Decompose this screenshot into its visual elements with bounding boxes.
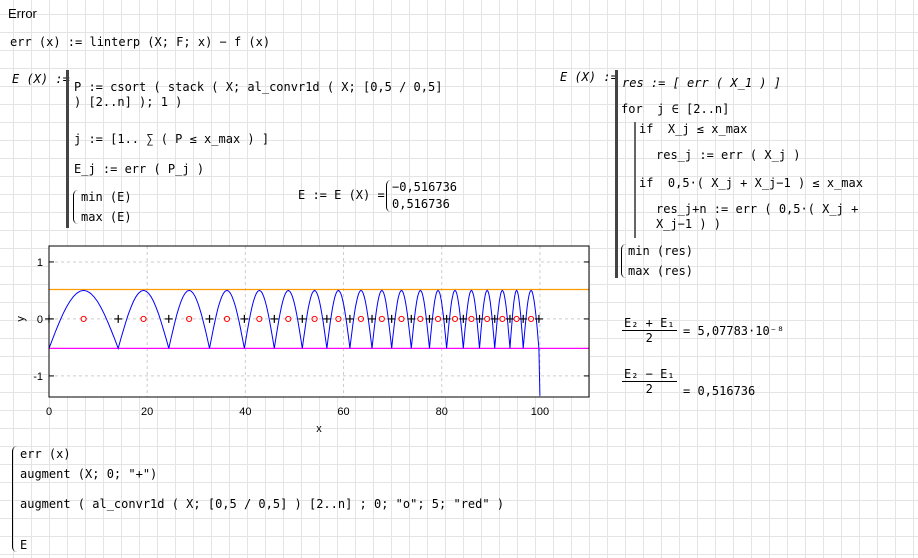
node-plus-marker [270,314,279,323]
plot-frame [48,245,590,398]
formula-denominator: 2 [645,382,653,396]
node-plus-marker [164,314,173,323]
program-line-8[interactable]: max (res) [628,264,694,278]
midpoint-circle-marker [499,315,506,323]
x-tick-label: 80 [436,406,448,418]
program-line-1[interactable]: res := [ err ( X_1 ) ] [622,76,781,90]
node-plus-marker [459,314,468,323]
x-tick-label: 60 [337,406,349,418]
midpoint-circle-marker [417,315,424,323]
node-plus-marker [425,314,434,323]
midpoint-circle-marker [468,315,475,323]
midpoint-circle-marker [186,315,193,323]
formula-sum-value: = 5,07783·10⁻⁸ [683,324,785,338]
x-tick-label: 40 [239,406,251,418]
node-plus-marker [298,314,307,323]
formula-diff-value: = 0,516736 [683,384,756,398]
brace-icon [12,446,17,552]
midpoint-circle-marker [311,315,318,323]
program-line-4[interactable]: res_j := err ( X_j ) [656,148,801,162]
midpoint-circle-marker [398,315,405,323]
midpoint-circle-marker [378,315,385,323]
midpoint-circle-marker [527,315,535,323]
midpoint-circle-marker [335,315,342,323]
error-curve [48,289,541,396]
err-definition[interactable]: err (x) := linterp (X; F; x) − f (x) [10,35,271,49]
right-program-lhs[interactable]: E (X) := [560,70,618,84]
node-plus-marker [475,314,484,323]
node-plus-marker [114,314,123,323]
node-plus-marker [240,314,249,323]
result-value-min: −0,516736 [392,180,458,194]
formula-numerator: E₂ − E₁ [622,367,677,382]
node-plus-marker [505,314,514,323]
node-plus-marker [407,314,416,323]
plot-spec-line-2[interactable]: augment (X; 0; "+") [20,467,158,481]
node-plus-marker [534,314,543,323]
error-plot[interactable]: 0 20 40 60 80 100 1 0 -1 x y [0,236,600,436]
midpoint-circle-marker [513,315,520,323]
midpoint-circle-marker [256,315,263,323]
midpoint-circle-marker [223,315,231,323]
formula-sum[interactable]: E₂ + E₁ 2 [622,316,677,345]
right-program-block[interactable]: res := [ err ( X_1 ) ] for j ∈ [2..n] if… [615,70,918,278]
formula-diff[interactable]: E₂ − E₁ 2 [622,367,677,396]
node-plus-marker [442,314,451,323]
program-line-7[interactable]: min (res) [628,244,694,258]
plot-area [49,246,589,397]
brace-icon [386,180,391,212]
program-line-2[interactable]: j := [1.. ∑ ( P ≤ x_max ) ] [74,132,270,146]
result-value-max: 0,516736 [392,197,450,211]
midpoint-circle-marker [434,315,442,323]
left-program-lhs[interactable]: E (X) := [12,72,70,86]
result-lhs[interactable]: E := E (X) = [298,188,385,202]
program-line-5[interactable]: max (E) [81,210,132,224]
node-plus-marker [490,314,499,323]
plot-spec-line-1[interactable]: err (x) [20,447,71,461]
y-tick-label: 0 [37,314,43,326]
x-tick-label: 20 [141,406,153,418]
midpoint-circle-marker [140,315,147,323]
for-loop-body[interactable]: if X_j ≤ x_max res_j := err ( X_j ) if 0… [634,122,906,238]
midpoint-circle-marker [357,315,365,323]
formula-denominator: 2 [645,331,653,345]
program-line-6[interactable]: res_j+n := err ( 0,5·( X_j + X_j−1 ) ) [656,202,859,231]
program-line-2[interactable]: for j ∈ [2..n] [621,102,730,116]
left-program-block[interactable]: P := csort ( stack ( X; al_convr1d ( X; … [66,70,464,228]
program-line-1[interactable]: P := csort ( stack ( X; al_convr1d ( X; … [74,80,443,109]
program-line-3[interactable]: if X_j ≤ x_max [639,122,748,136]
node-plus-marker [205,314,214,323]
midpoint-circle-marker [451,315,459,323]
node-plus-marker [519,314,528,323]
y-tick-label: -1 [33,371,43,383]
node-plus-marker [387,314,396,323]
x-tick-label: 0 [46,406,52,418]
plot-spec-line-3[interactable]: augment ( al_convr1d ( X; [0,5 / 0,5] ) … [20,497,505,511]
program-line-3[interactable]: E_j := err ( P_j ) [74,162,205,176]
program-line-5[interactable]: if 0,5·( X_j + X_j−1 ) ≤ x_max [639,176,863,190]
node-plus-marker [345,314,354,323]
plot-spec-line-4[interactable]: E [20,538,28,552]
brace-icon [73,190,78,224]
x-tick-label: 100 [531,406,549,418]
x-axis-label: x [316,423,322,435]
midpoint-circle-marker [285,315,292,323]
brace-icon [621,244,626,278]
midpoint-circle-marker [80,315,87,323]
formula-numerator: E₂ + E₁ [622,316,677,331]
worksheet-title: Error [8,6,37,21]
node-plus-marker [322,314,331,323]
y-tick-label: 1 [37,257,43,269]
node-plus-marker [368,314,377,323]
program-line-4[interactable]: min (E) [81,190,132,204]
y-axis-label: y [15,316,27,322]
midpoint-circle-marker [484,315,491,323]
